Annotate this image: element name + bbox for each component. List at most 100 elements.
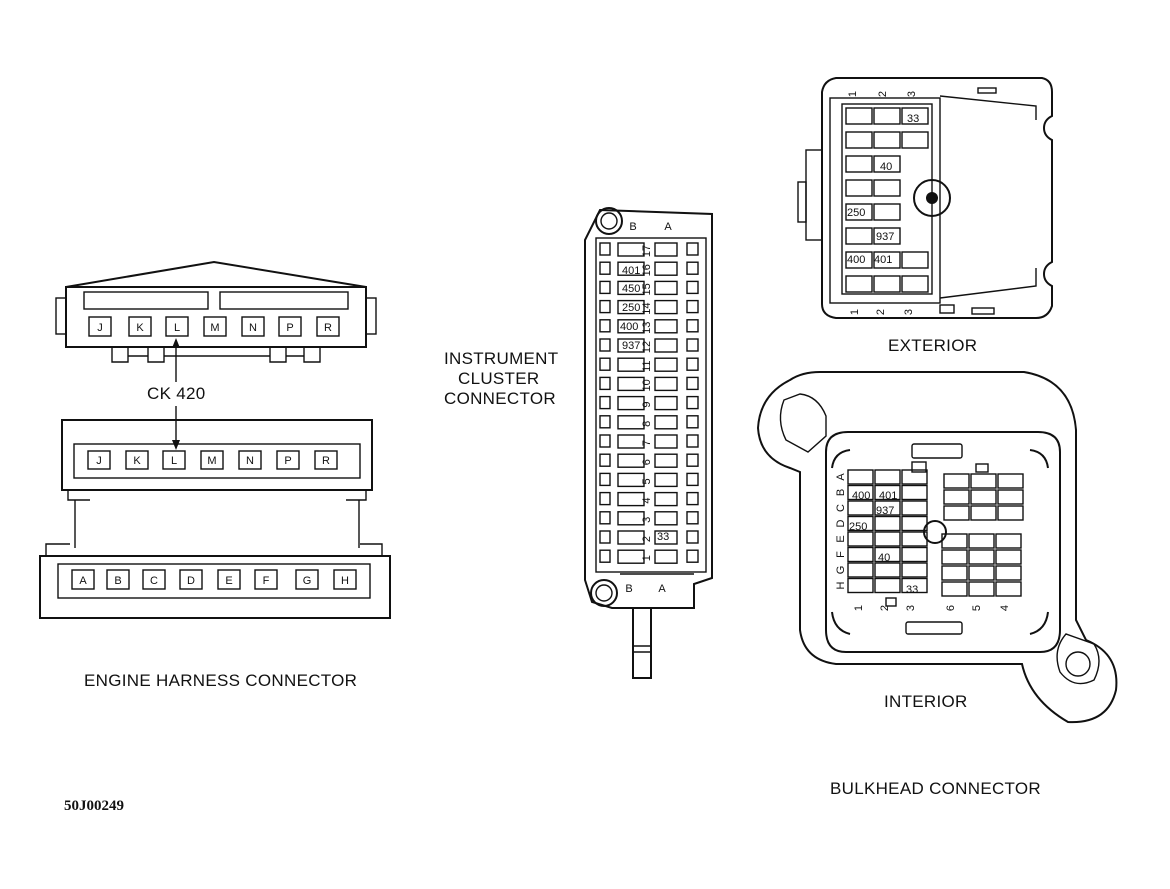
cavity [995, 549, 1022, 565]
cavity [845, 227, 873, 245]
cavity [654, 357, 678, 372]
cavity [970, 489, 997, 505]
cavity [873, 203, 901, 221]
interior-cavity-grid [847, 461, 1024, 607]
wire-40: 40 [878, 552, 890, 564]
cavity [654, 338, 678, 353]
row-letter: E [835, 535, 847, 542]
row-letter: G [835, 566, 847, 575]
cavity [617, 357, 645, 372]
cavity [873, 275, 901, 293]
wire-937: 937 [876, 231, 894, 243]
cavity [599, 242, 611, 256]
interior-face [825, 431, 1061, 653]
row-number: 12 [641, 341, 653, 353]
cavity [845, 275, 873, 293]
bulkhead-exterior: 1 2 3 1 2 3 33 40 250 937 400 401 EXTERI… [797, 77, 1053, 355]
int-col-number: 1 [853, 605, 865, 611]
cavity [617, 395, 645, 411]
cavity [617, 299, 645, 315]
cavity [654, 434, 678, 449]
cavity [686, 453, 699, 467]
cavity [599, 434, 611, 448]
pin-label: L [171, 455, 177, 467]
pin-label: B [114, 575, 121, 587]
cavity [845, 131, 873, 149]
cavity [686, 491, 699, 506]
cavity [901, 251, 929, 269]
row-number: 11 [641, 360, 653, 371]
exterior-body [821, 77, 1053, 319]
cavity [941, 533, 968, 549]
cavity [874, 500, 901, 516]
cavity [599, 472, 611, 487]
cavity [617, 549, 645, 564]
cavity [901, 131, 929, 149]
int-col-number: 3 [905, 605, 917, 611]
wire-250: 250 [622, 302, 640, 314]
cavity [654, 261, 678, 276]
int-col-number: 5 [971, 605, 983, 611]
ext-col-number: 3 [906, 91, 918, 97]
cavity [997, 489, 1024, 505]
cavity [654, 511, 678, 526]
pin-label: F [263, 575, 270, 587]
row-number: 6 [641, 459, 653, 465]
cavity [968, 533, 995, 549]
cavity [686, 415, 699, 429]
interior-label: INTERIOR [884, 692, 968, 711]
cavity [617, 242, 645, 257]
wire-400: 400 [847, 254, 865, 266]
row-number: 7 [641, 440, 653, 446]
row-number: 3 [641, 517, 653, 523]
cavity [873, 155, 901, 173]
cavity [901, 546, 928, 563]
cavity [943, 473, 970, 489]
cavity [901, 500, 928, 516]
instrument-label-line3: CONNECTOR [444, 389, 556, 408]
instrument-label-line2: CLUSTER [458, 369, 539, 388]
wire-401: 401 [874, 254, 892, 266]
pin-label: H [341, 575, 349, 587]
pin-label: K [136, 322, 144, 334]
wire-450: 450 [622, 283, 640, 295]
cavity [617, 376, 645, 392]
int-col-number: 2 [879, 605, 891, 611]
cavity [617, 280, 645, 296]
cavity [654, 530, 678, 545]
cavity [599, 338, 611, 352]
cavity [847, 469, 874, 485]
pin-label: L [174, 322, 180, 334]
pin-label: D [187, 575, 195, 587]
cavity [617, 338, 645, 353]
cavity [901, 562, 928, 578]
cavity [901, 275, 929, 293]
cavity [873, 131, 901, 149]
cavity [686, 357, 699, 371]
exterior-cavity-grid [845, 107, 929, 293]
engine-mid-pins: J K L M N P R [87, 450, 338, 470]
cavity [599, 299, 611, 314]
cavity [686, 472, 699, 487]
cavity [847, 484, 874, 501]
row-number: 5 [641, 478, 653, 484]
cavity [599, 395, 611, 410]
cavity [847, 546, 874, 563]
pin-label: C [150, 575, 158, 587]
engine-harness-connector: J K L M N P R CK 420 J K [39, 260, 391, 690]
cavity [654, 299, 678, 315]
wire-401: 401 [879, 490, 897, 502]
cavity [847, 577, 874, 594]
cavity [995, 581, 1022, 597]
cavity [686, 434, 699, 448]
cavity [970, 473, 997, 489]
cavity [686, 376, 699, 391]
col-header: B [629, 221, 636, 233]
wire-937: 937 [876, 505, 894, 517]
cavity [943, 505, 970, 521]
cavity [599, 453, 611, 467]
pin-label: R [322, 455, 330, 467]
row-number: 10 [641, 379, 653, 391]
row-letter: F [835, 551, 847, 558]
